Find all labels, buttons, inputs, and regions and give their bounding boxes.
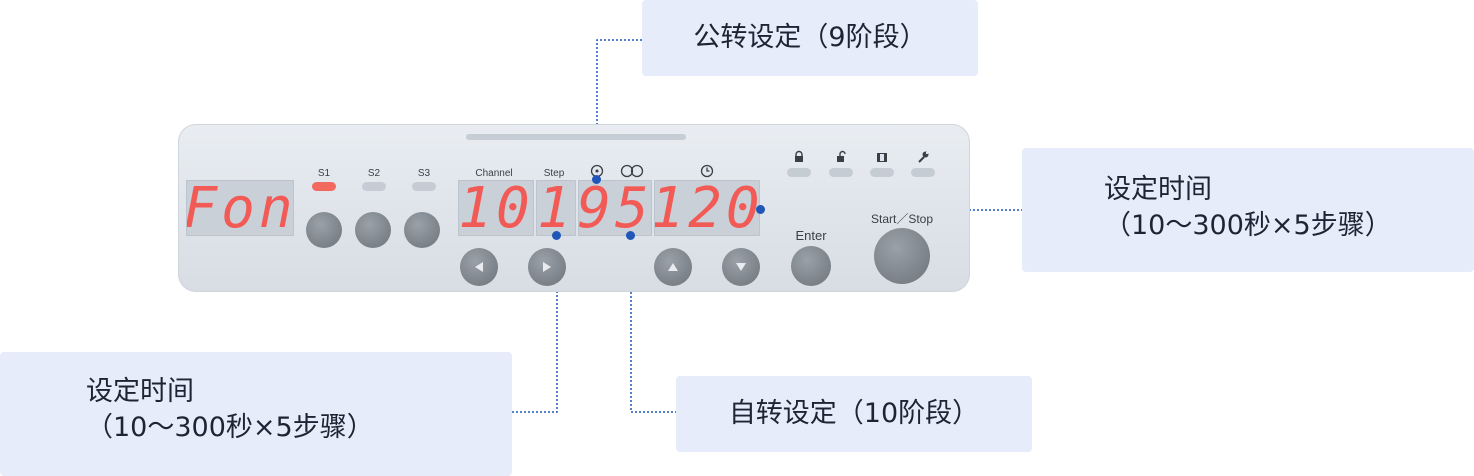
callout-left-line1: 设定时间 xyxy=(86,376,194,407)
status-led-tool xyxy=(911,168,935,177)
callout-rotation-setting: 自转设定（10阶段） xyxy=(676,376,1032,452)
status-led-container xyxy=(870,168,894,177)
leader-dot-left xyxy=(552,231,561,240)
arrow-right-icon xyxy=(543,262,551,272)
callout-left-line2: （10～300秒×5步骤） xyxy=(86,412,374,444)
enter-button[interactable] xyxy=(791,246,831,286)
leader-dot-bottom xyxy=(626,231,635,240)
slot-led-s2 xyxy=(362,182,386,191)
slot-led-s1 xyxy=(312,182,336,191)
rotation-icon xyxy=(620,164,644,178)
callout-revolution-text: 公转设定（9阶段） xyxy=(693,21,927,53)
slot-button-s2[interactable] xyxy=(355,212,391,248)
callout-right-line1: 设定时间 xyxy=(1104,174,1212,205)
leader-bottom xyxy=(630,236,676,413)
callout-right-line2: （10～300秒×5步骤） xyxy=(1104,210,1392,242)
panel-top-slot xyxy=(466,134,686,140)
down-button[interactable] xyxy=(722,248,760,286)
lock-icon xyxy=(795,150,803,162)
left-button[interactable] xyxy=(460,248,498,286)
start-stop-button[interactable] xyxy=(874,228,930,284)
main-display: Fon xyxy=(186,180,294,236)
status-led-unlock xyxy=(829,168,853,177)
slot-button-s3[interactable] xyxy=(404,212,440,248)
leader-dot-right xyxy=(756,205,765,214)
enter-label: Enter xyxy=(795,228,827,243)
callout-rotation-text: 自转设定（10阶段） xyxy=(728,397,980,429)
callout-time-setting-right: 设定时间 （10～300秒×5步骤） xyxy=(1022,148,1474,272)
channel-display: 10 xyxy=(458,180,534,236)
step-label: Step xyxy=(543,168,565,179)
leader-left xyxy=(512,235,558,413)
leader-dot-top xyxy=(592,175,601,184)
slot-label-s2: S2 xyxy=(367,168,381,179)
wrench-icon xyxy=(918,151,929,163)
callout-revolution-setting: 公转设定（9阶段） xyxy=(642,0,978,76)
start-stop-label: Start／Stop xyxy=(870,212,934,226)
container-icon xyxy=(877,153,887,162)
slot-label-s3: S3 xyxy=(417,168,431,179)
leader-top xyxy=(596,39,642,180)
step-display: 1 xyxy=(536,180,576,236)
speed-display: 95 xyxy=(578,180,652,236)
slot-label-s1: S1 xyxy=(317,168,331,179)
slot-led-s3 xyxy=(412,182,436,191)
arrow-down-icon xyxy=(736,263,746,271)
right-button[interactable] xyxy=(528,248,566,286)
time-display: 120 xyxy=(654,180,760,236)
arrow-up-icon xyxy=(668,263,678,271)
callout-time-setting-left: 设定时间 （10～300秒×5步骤） xyxy=(0,352,512,476)
clock-icon xyxy=(700,164,714,178)
status-led-lock xyxy=(787,168,811,177)
slot-button-s1[interactable] xyxy=(306,212,342,248)
unlock-icon xyxy=(837,150,846,162)
control-panel: Fon S1 S2 S3 Channel Step 10 1 95 120 xyxy=(178,124,970,292)
channel-label: Channel xyxy=(475,168,513,179)
up-button[interactable] xyxy=(654,248,692,286)
arrow-left-icon xyxy=(475,262,483,272)
